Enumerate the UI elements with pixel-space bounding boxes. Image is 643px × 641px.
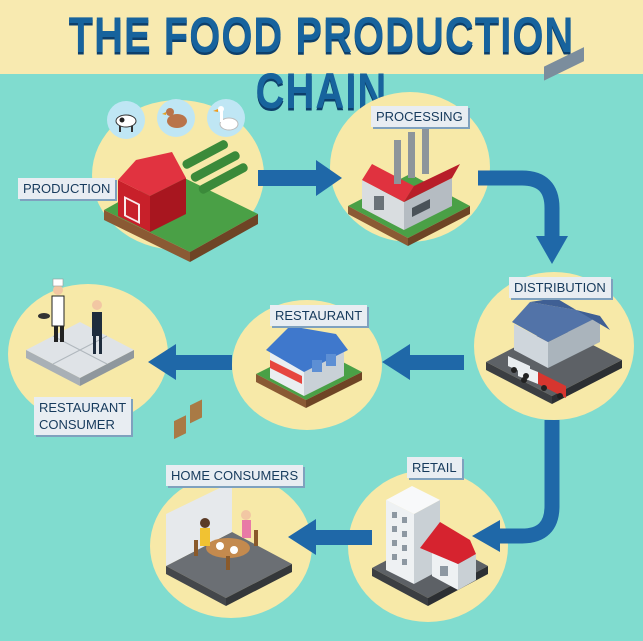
chicken-icon bbox=[157, 99, 195, 137]
truck-icon bbox=[508, 356, 530, 379]
arrow-processing-to-distribution bbox=[478, 170, 560, 240]
arrow-processing-to-distribution-head bbox=[536, 236, 568, 264]
processing-label: PROCESSING bbox=[371, 106, 468, 127]
farm-icon bbox=[104, 140, 258, 262]
cow-icon bbox=[107, 101, 145, 139]
restaurant-consumer-label: RESTAURANT CONSUMER bbox=[34, 397, 132, 435]
retail-label: RETAIL bbox=[407, 457, 462, 478]
restaurant-consumer-label-line2: CONSUMER bbox=[39, 417, 115, 432]
chef-icon bbox=[38, 278, 65, 342]
restaurant-consumer-label-line1: RESTAURANT bbox=[39, 400, 127, 415]
customer-icon bbox=[92, 300, 102, 354]
home-dining-icon bbox=[166, 399, 292, 606]
retail-building-icon bbox=[372, 486, 488, 606]
distribution-label: DISTRIBUTION bbox=[509, 277, 611, 298]
warehouse-icon bbox=[486, 47, 622, 404]
production-label: PRODUCTION bbox=[18, 178, 116, 199]
arrow-distribution-to-retail bbox=[496, 420, 560, 544]
arrow-retail-to-home-consumers bbox=[288, 519, 372, 555]
restaurant-floor-icon bbox=[26, 322, 134, 386]
arrow-restaurant-to-restaurant-consumer bbox=[148, 344, 232, 380]
home-consumers-label: HOME CONSUMERS bbox=[166, 465, 304, 486]
arrow-production-to-processing bbox=[258, 160, 342, 196]
arrow-distribution-to-restaurant bbox=[382, 344, 464, 380]
restaurant-label: RESTAURANT bbox=[270, 305, 368, 326]
restaurant-building-icon bbox=[256, 326, 362, 408]
page-title: THE FOOD PRODUCTION CHAIN bbox=[68, 8, 575, 120]
factory-icon bbox=[348, 126, 470, 246]
header-banner bbox=[0, 0, 643, 74]
arrow-distribution-to-retail-head bbox=[472, 520, 500, 552]
goose-icon bbox=[207, 99, 245, 137]
